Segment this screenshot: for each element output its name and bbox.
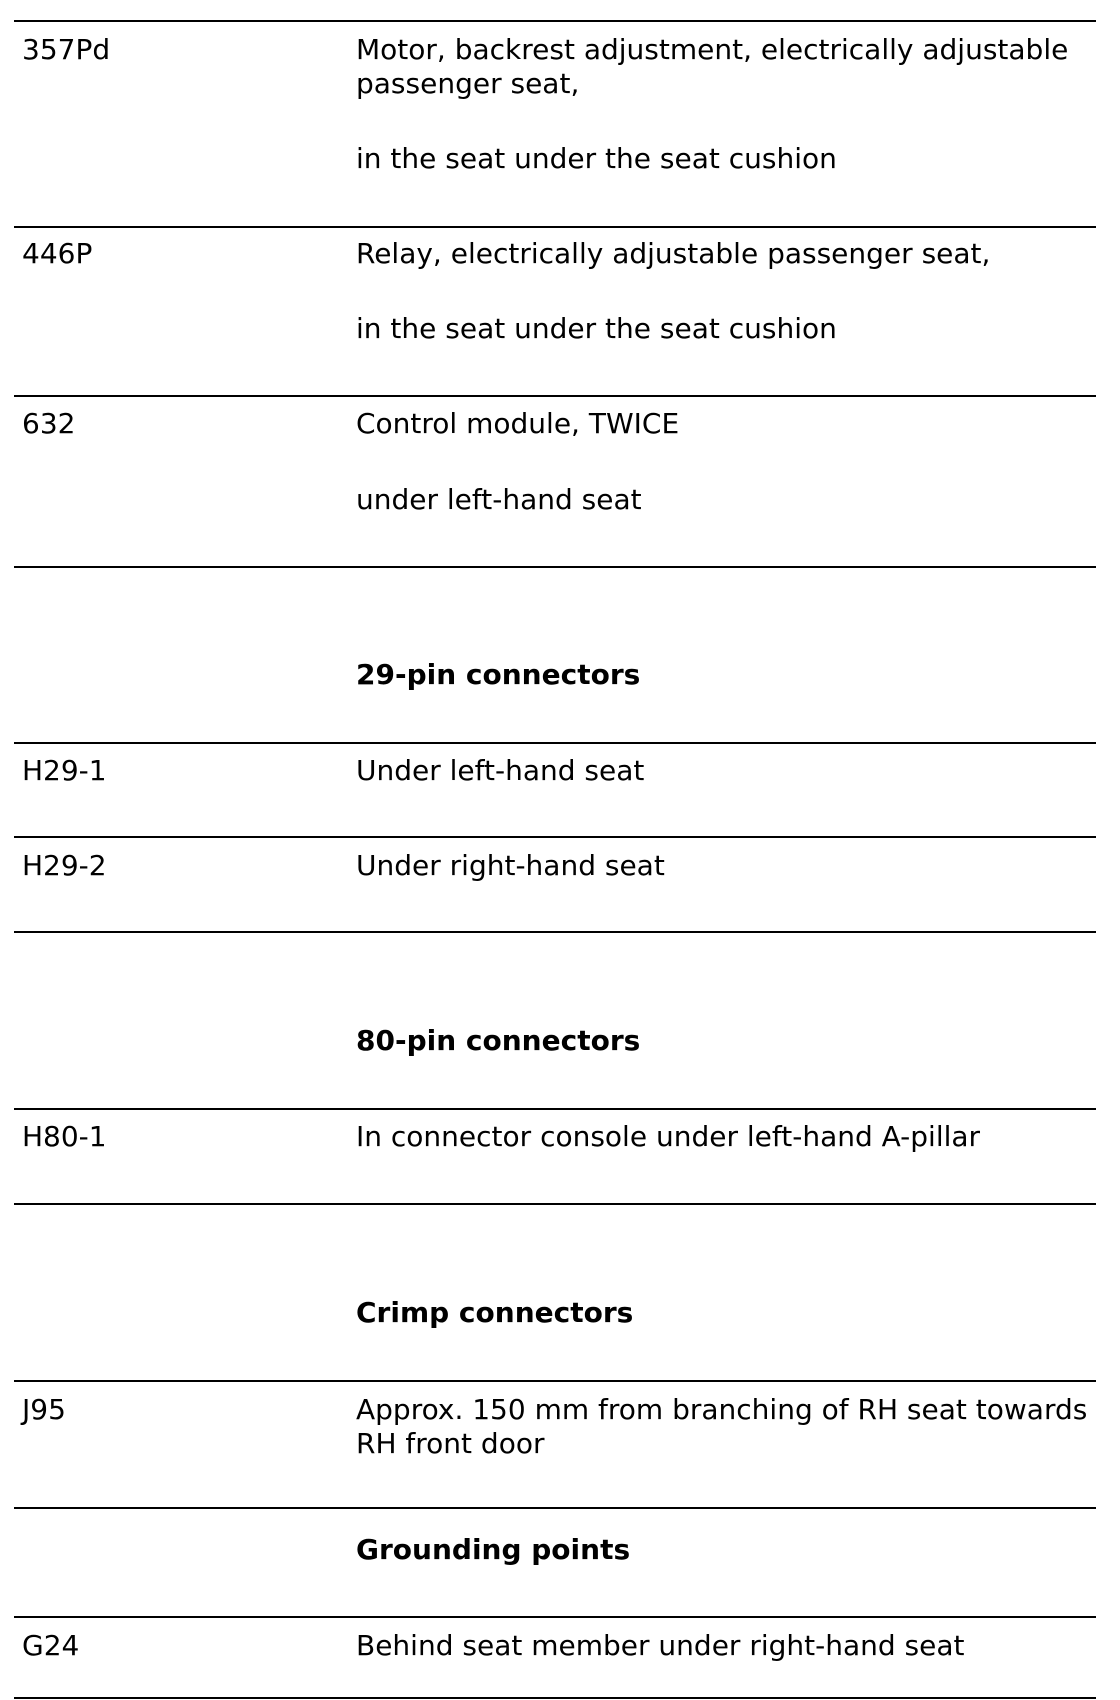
row-divider	[14, 1507, 1096, 1509]
component-description: Control module, TWICE	[356, 407, 680, 440]
section-heading-29-pin: 29-pin connectors	[356, 658, 641, 691]
row-divider	[14, 1108, 1096, 1110]
component-code: H29-1	[22, 754, 107, 787]
component-location: in the seat under the seat cushion	[356, 312, 837, 345]
component-location: under left-hand seat	[356, 483, 642, 516]
component-code: H29-2	[22, 849, 107, 882]
row-divider	[14, 226, 1096, 228]
component-description: Approx. 150 mm from branching of RH seat…	[356, 1393, 1088, 1460]
component-location: in the seat under the seat cushion	[356, 142, 837, 175]
row-divider	[14, 395, 1096, 397]
component-description: Under left-hand seat	[356, 754, 645, 787]
row-divider	[14, 1380, 1096, 1382]
row-divider	[14, 20, 1096, 22]
component-description: In connector console under left-hand A-p…	[356, 1120, 981, 1153]
component-description: Behind seat member under right-hand seat	[356, 1629, 965, 1662]
component-code: 357Pd	[22, 33, 111, 66]
component-code: 632	[22, 407, 76, 440]
component-code: 446P	[22, 237, 93, 270]
section-heading-crimp: Crimp connectors	[356, 1296, 634, 1329]
row-divider	[14, 1203, 1096, 1205]
component-code: J95	[22, 1393, 66, 1426]
component-description: Motor, backrest adjustment, electrically…	[356, 33, 1069, 100]
component-code: H80-1	[22, 1120, 107, 1153]
component-description: Under right-hand seat	[356, 849, 665, 882]
section-heading-80-pin: 80-pin connectors	[356, 1024, 641, 1057]
row-divider	[14, 742, 1096, 744]
row-divider	[14, 1616, 1096, 1618]
component-code: G24	[22, 1629, 80, 1662]
row-divider	[14, 931, 1096, 933]
row-divider	[14, 566, 1096, 568]
row-divider	[14, 836, 1096, 838]
section-heading-grounding: Grounding points	[356, 1533, 631, 1566]
component-description: Relay, electrically adjustable passenger…	[356, 237, 991, 270]
row-divider	[14, 1697, 1096, 1699]
